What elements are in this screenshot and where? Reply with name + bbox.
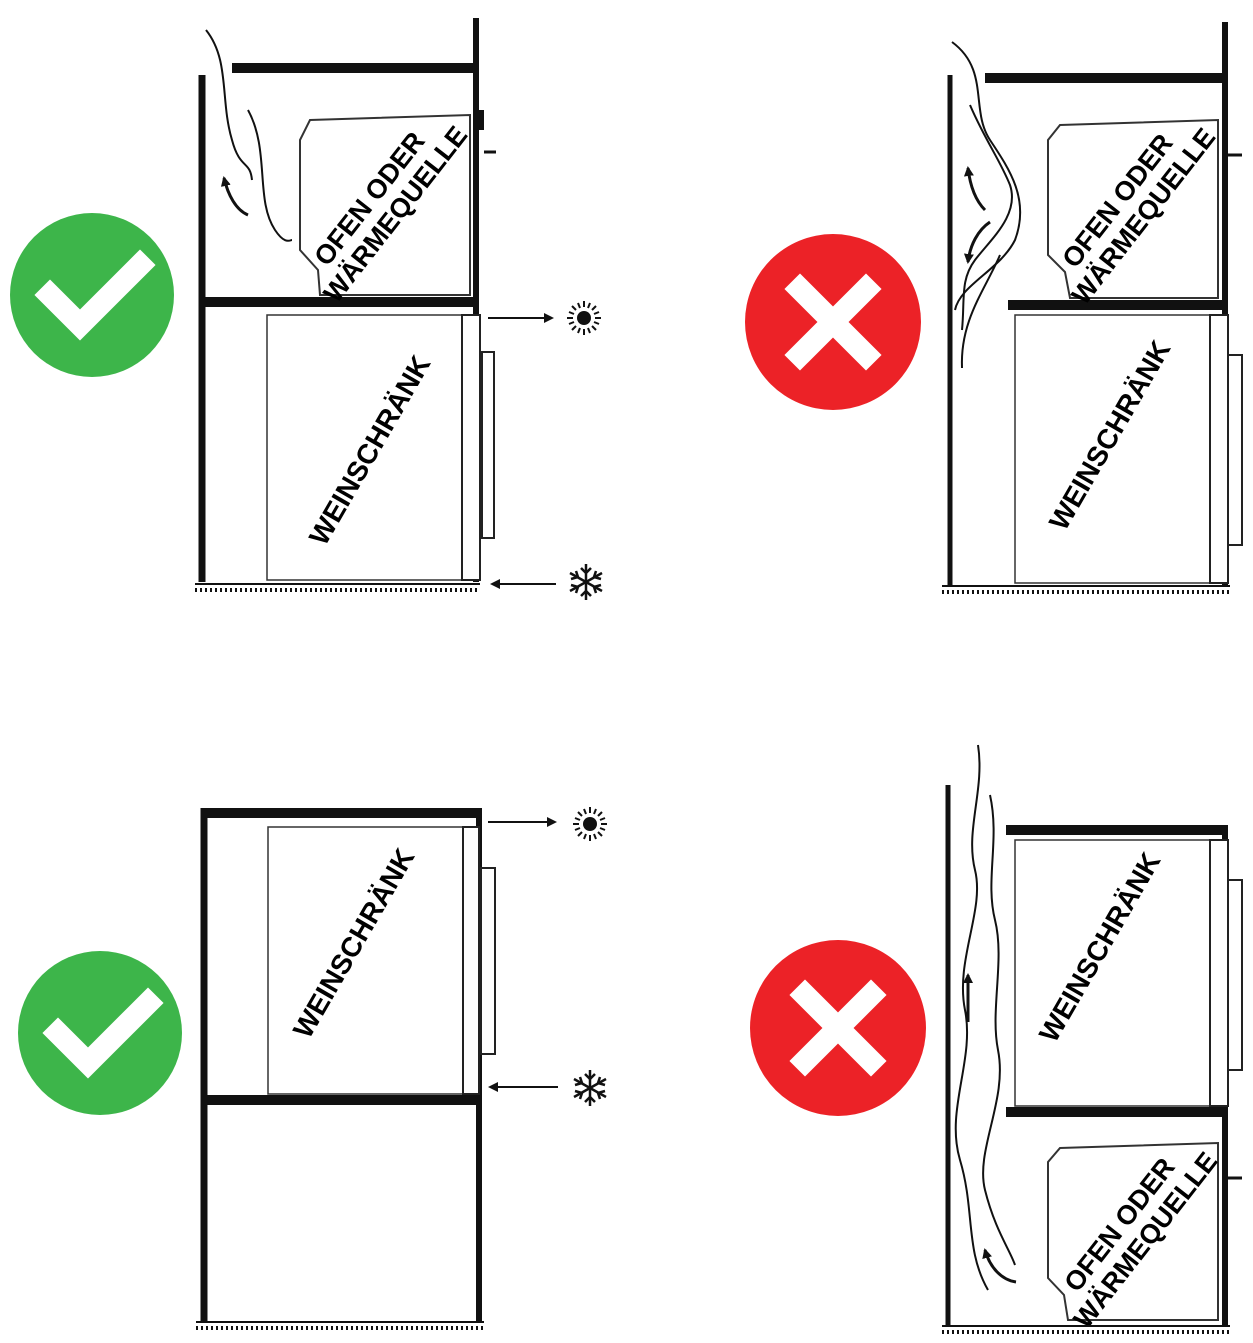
panel-top-left: OFEN ODER WÄRMEQUELLE WEINSCHRÄNK bbox=[10, 18, 603, 600]
floor bbox=[942, 585, 1230, 594]
wine-cabinet-door bbox=[1209, 839, 1229, 1107]
oven-outline bbox=[299, 113, 471, 296]
hot-air-rising bbox=[954, 744, 1017, 1291]
oven-outline bbox=[1047, 1141, 1219, 1321]
verdict-circle bbox=[10, 213, 174, 377]
wine-cabinet-door bbox=[461, 314, 481, 581]
verdict-circle bbox=[18, 951, 182, 1115]
oven: OFEN ODER WÄRMEQUELLE bbox=[299, 110, 496, 308]
sun-icon bbox=[567, 301, 601, 335]
oven: OFEN ODER WÄRMEQUELLE bbox=[1047, 1141, 1242, 1334]
floor bbox=[196, 1321, 484, 1330]
hot-air-arrow-up bbox=[963, 166, 987, 212]
wine-cabinet-handle bbox=[1227, 354, 1243, 546]
wine-cabinet: WEINSCHRÄNK bbox=[266, 314, 495, 581]
cross-mark-icon bbox=[784, 273, 882, 371]
hot-air-recirculation bbox=[951, 41, 1022, 369]
wine-cabinet-body bbox=[1014, 314, 1214, 584]
floor bbox=[195, 583, 480, 592]
panel-bottom-left: WEINSCHRÄNK bbox=[18, 807, 607, 1330]
cross-mark-icon bbox=[789, 979, 887, 1077]
warm-air-flow bbox=[205, 29, 293, 242]
check-mark-icon bbox=[42, 987, 164, 1079]
wine-cabinet: WEINSCHRÄNK bbox=[267, 826, 496, 1095]
check-badge bbox=[18, 951, 182, 1115]
hot-air-arrow-down bbox=[963, 220, 991, 264]
panel-bottom-right: WEINSCHRÄNK OFEN ODER WÄRMEQUELLE bbox=[750, 744, 1243, 1334]
wine-cabinet-handle bbox=[481, 351, 495, 539]
wine-cabinet: WEINSCHRÄNK bbox=[1014, 839, 1243, 1107]
cross-badge bbox=[750, 940, 926, 1116]
wine-cabinet-body bbox=[266, 314, 468, 581]
panel-top-right: OFEN ODER WÄRMEQUELLE WEINSCHRÄNK bbox=[745, 22, 1243, 594]
oven-knob bbox=[478, 110, 484, 130]
oven-outline bbox=[1047, 118, 1219, 299]
snowflake-icon bbox=[569, 564, 603, 600]
floor bbox=[942, 1325, 1230, 1334]
sun-icon bbox=[573, 807, 607, 841]
wine-cabinet-door bbox=[462, 826, 480, 1095]
wine-cabinet-handle bbox=[1227, 879, 1243, 1071]
wine-cabinet-door bbox=[1209, 314, 1229, 584]
check-badge bbox=[10, 213, 174, 377]
wine-cabinet: WEINSCHRÄNK bbox=[1014, 314, 1243, 584]
warm-air-arrow bbox=[220, 176, 249, 217]
wine-cabinet-body bbox=[267, 826, 469, 1095]
wine-cabinet-body bbox=[1014, 839, 1214, 1107]
oven: OFEN ODER WÄRMEQUELLE bbox=[1047, 118, 1242, 310]
hot-air-arrow-source bbox=[982, 1248, 1017, 1284]
wine-cabinet-handle bbox=[480, 867, 496, 1055]
snowflake-icon bbox=[573, 1070, 607, 1106]
check-mark-icon bbox=[34, 249, 156, 341]
cross-badge bbox=[745, 234, 921, 410]
